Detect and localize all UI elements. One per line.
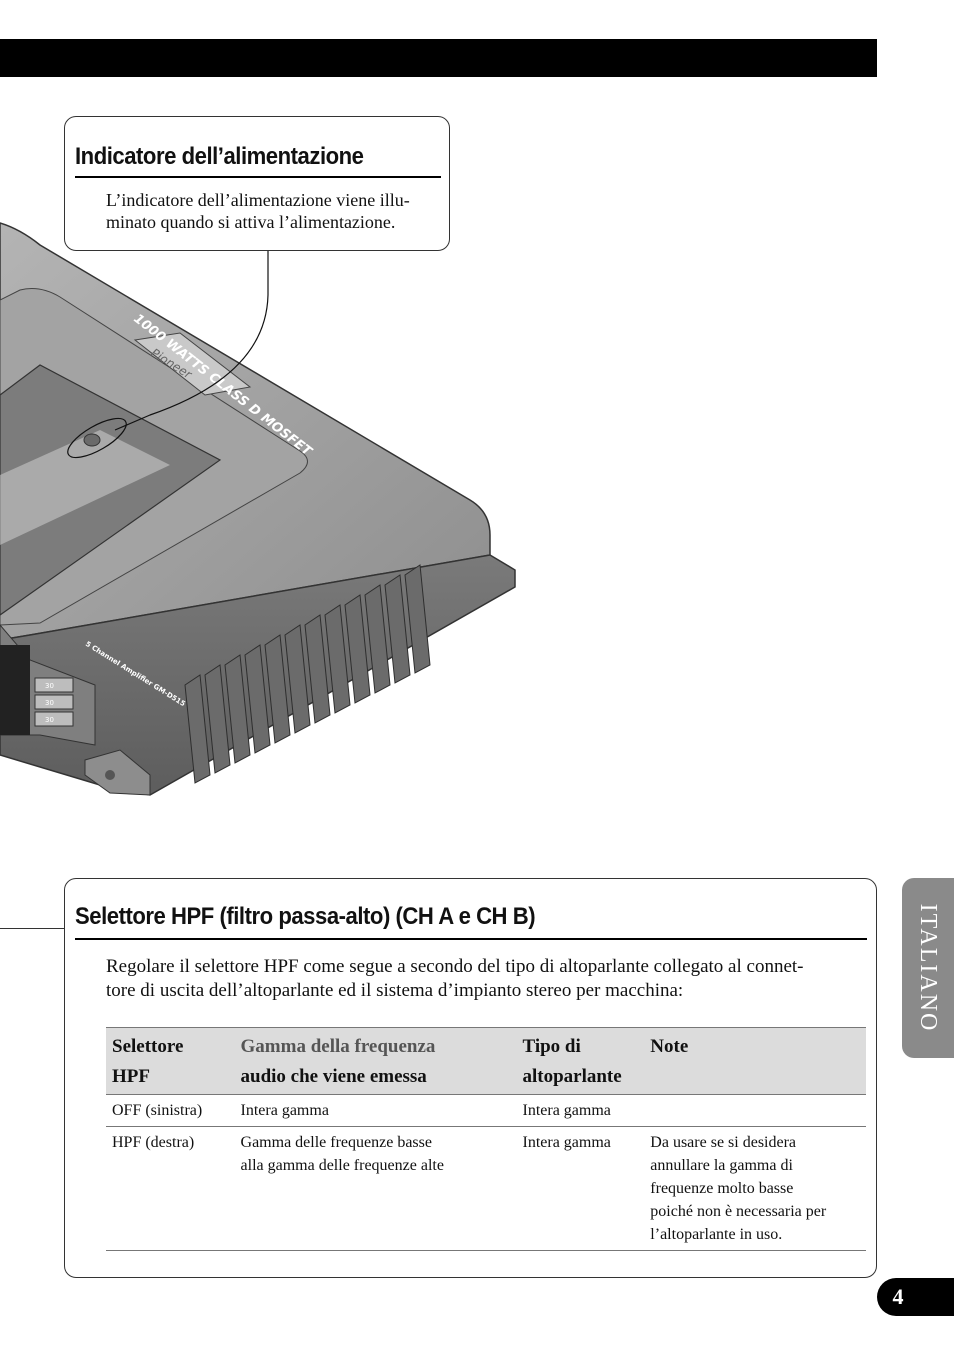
callout-body-line: L’indicatore dell’alimentazione viene il… (106, 190, 410, 210)
section-title: Selettore HPF (filtro passa-alto) (CH A … (75, 903, 536, 930)
callout-body: L’indicatore dell’alimentazione viene il… (106, 189, 446, 233)
page-number: 4 (892, 1284, 904, 1309)
column-header-selector: Selettore HPF (106, 1027, 235, 1095)
column-header-note: Note (644, 1027, 866, 1095)
language-tab: ITALIANO (902, 878, 954, 1058)
section-body-line: Regolare il selettore HPF come segue a s… (106, 956, 804, 977)
fuse-label: 30 (45, 699, 54, 707)
cell-selector: OFF (sinistra) (106, 1094, 235, 1127)
power-indicator-callout: Indicatore dell’alimentazione L’indicato… (64, 116, 450, 251)
column-header-range: Gamma della frequenza audio che viene em… (234, 1027, 517, 1095)
column-header-type: Tipo di altoparlante (516, 1027, 645, 1095)
section-leader-line (0, 928, 64, 929)
table-row: HPF (destra) Gamma delle frequenze basse… (106, 1126, 866, 1251)
fuse-label: 30 (45, 716, 54, 724)
header-bar (0, 39, 877, 77)
cell-selector: HPF (destra) (106, 1126, 235, 1251)
section-divider (75, 938, 867, 940)
cell-range: Gamma delle frequenze basse alla gamma d… (234, 1126, 517, 1251)
fuse-label: 30 (45, 682, 54, 690)
page-number-tab: 4 (877, 1278, 954, 1316)
callout-divider (75, 176, 441, 178)
cell-note: Da usare se si desidera annullare la gam… (644, 1126, 866, 1251)
section-body: Regolare il selettore HPF come segue a s… (106, 955, 866, 1003)
section-body-line: tore di uscita dell’altoparlante ed il s… (106, 980, 684, 1001)
table-row: OFF (sinistra) Intera gamma Intera gamma (106, 1094, 866, 1127)
cell-type: Intera gamma (516, 1126, 645, 1251)
callout-body-line: minato quando si attiva l’alimentazione. (106, 212, 396, 232)
cell-range: Intera gamma (234, 1094, 517, 1127)
hpf-table: Selettore HPF Gamma della frequenza audi… (106, 1027, 866, 1251)
callout-title: Indicatore dell’alimentazione (75, 143, 364, 170)
table-header-row: Selettore HPF Gamma della frequenza audi… (106, 1027, 866, 1095)
hpf-selector-section: Selettore HPF (filtro passa-alto) (CH A … (64, 878, 877, 1278)
cell-note (644, 1094, 866, 1127)
language-tab-label: ITALIANO (915, 903, 941, 1033)
cell-type: Intera gamma (516, 1094, 645, 1127)
amplifier-illustration: Pioneer 1000 WATTS CLASS D MOSFET 5 Chan… (0, 222, 516, 796)
